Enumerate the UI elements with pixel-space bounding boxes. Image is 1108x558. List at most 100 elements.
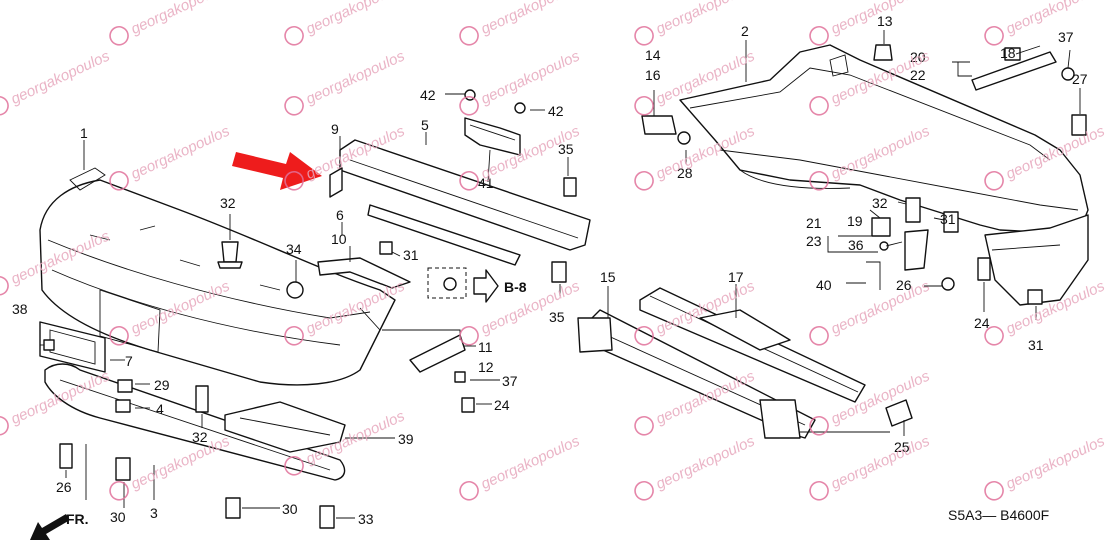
watermark-logo-icon — [984, 170, 1004, 191]
callout-30b: 30 — [282, 501, 298, 517]
watermark-logo-icon — [809, 325, 829, 346]
callout-31c: 31 — [403, 247, 419, 263]
front-undercover-39 — [224, 401, 346, 453]
watermark: georgakopoulos — [634, 0, 758, 46]
front-direction-arrow — [30, 514, 70, 540]
fasteners-rear — [846, 44, 1087, 427]
reference-arrow-b8 — [473, 269, 499, 303]
watermark-logo-icon — [0, 95, 9, 116]
callout-39: 39 — [398, 431, 414, 447]
ref-b8-label: B-8 — [504, 279, 527, 295]
watermark-logo-icon — [284, 325, 304, 346]
watermark: georgakopoulos — [0, 47, 113, 116]
watermark-text: georgakopoulos — [303, 47, 407, 108]
callout-4: 4 — [156, 401, 164, 417]
watermark: georgakopoulos — [809, 0, 933, 46]
fasteners-front — [43, 89, 577, 529]
callout-21: 21 — [806, 215, 822, 231]
watermark-logo-icon — [634, 480, 654, 501]
watermark-logo-icon — [809, 480, 829, 501]
callout-17: 17 — [728, 269, 744, 285]
callout-26a: 26 — [896, 277, 912, 293]
watermark-logo-icon — [0, 275, 9, 296]
watermark: georgakopoulos — [284, 0, 408, 46]
leaders-front — [40, 93, 569, 519]
callout-35b: 35 — [549, 309, 565, 325]
callout-34: 34 — [286, 241, 302, 257]
callout-24a: 24 — [974, 315, 990, 331]
watermark: georgakopoulos — [459, 432, 583, 501]
watermark-logo-icon — [984, 480, 1004, 501]
callout-29: 29 — [154, 377, 170, 393]
watermark-logo-icon — [284, 170, 304, 191]
callout-27: 27 — [1072, 71, 1088, 87]
callout-33: 33 — [358, 511, 374, 527]
watermark: georgakopoulos — [634, 432, 758, 501]
watermark-logo-icon — [809, 415, 829, 436]
callout-36: 36 — [848, 237, 864, 253]
watermark-logo-icon — [0, 415, 9, 436]
callout-13: 13 — [877, 13, 893, 29]
watermark-logo-icon — [459, 480, 479, 501]
watermark-text: georgakopoulos — [303, 0, 407, 38]
watermark-logo-icon — [809, 25, 829, 46]
watermark-text: georgakopoulos — [478, 47, 582, 108]
callout-40: 40 — [816, 277, 832, 293]
watermark-logo-icon — [809, 95, 829, 116]
watermark: georgakopoulos — [284, 47, 408, 116]
watermark-logo-icon — [284, 455, 304, 476]
callout-26b: 26 — [56, 479, 72, 495]
watermark-text: georgakopoulos — [128, 122, 232, 183]
watermark-logo-icon — [284, 25, 304, 46]
watermark-logo-icon — [459, 25, 479, 46]
callout-37a: 37 — [1058, 29, 1074, 45]
watermark-text: georgakopoulos — [128, 432, 232, 493]
callout-1: 1 — [80, 125, 88, 141]
callout-3: 3 — [150, 505, 158, 521]
callout-15: 15 — [600, 269, 616, 285]
watermark: georgakopoulos — [984, 0, 1108, 46]
watermark-logo-icon — [459, 95, 479, 116]
front-lower-spoiler — [44, 363, 346, 481]
front-direction-label: FR. — [66, 511, 89, 527]
callout-labels: 1 2 3 4 5 6 7 9 10 11 12 13 14 15 16 17 … — [12, 13, 1088, 527]
watermark-logo-icon — [984, 325, 1004, 346]
callout-38: 38 — [12, 301, 28, 317]
callout-2: 2 — [741, 23, 749, 39]
watermark-text: georgakopoulos — [478, 0, 582, 38]
watermark-text: georgakopoulos — [828, 277, 932, 338]
callout-11: 11 — [478, 339, 493, 355]
callout-24b: 24 — [494, 397, 510, 413]
watermark-logo-icon — [809, 170, 829, 191]
rear-spacer-20-22 — [971, 47, 1057, 91]
diagram-code-label: S5A3— B4600F — [948, 507, 1049, 523]
callout-7: 7 — [125, 353, 133, 369]
callout-32b: 32 — [220, 195, 236, 211]
watermark-text: georgakopoulos — [128, 0, 232, 38]
callout-19: 19 — [847, 213, 863, 229]
callout-12: 12 — [478, 359, 494, 375]
watermark-logo-icon — [634, 325, 654, 346]
watermark-text: georgakopoulos — [653, 432, 757, 493]
watermark-logo-icon — [634, 415, 654, 436]
front-bumper-cover — [39, 167, 396, 386]
callout-18: 18 — [1000, 45, 1016, 61]
callout-5: 5 — [421, 117, 429, 133]
watermark-text: georgakopoulos — [8, 47, 112, 108]
rear-bumper-side — [984, 214, 1089, 306]
watermark-logo-icon — [634, 25, 654, 46]
callout-14: 14 — [645, 47, 661, 63]
callout-22: 22 — [910, 67, 926, 83]
watermark-logo-icon — [634, 170, 654, 191]
front-side-bracket-11 — [409, 334, 466, 373]
watermark-logo-icon — [109, 25, 129, 46]
callout-28: 28 — [677, 165, 693, 181]
rear-bracket-14-16 — [641, 115, 691, 145]
watermark-text: georgakopoulos — [478, 432, 582, 493]
watermark: georgakopoulos — [109, 0, 233, 46]
callout-30a: 30 — [110, 509, 126, 525]
watermark-logo-icon — [459, 170, 479, 191]
watermark-logo-icon — [634, 95, 654, 116]
